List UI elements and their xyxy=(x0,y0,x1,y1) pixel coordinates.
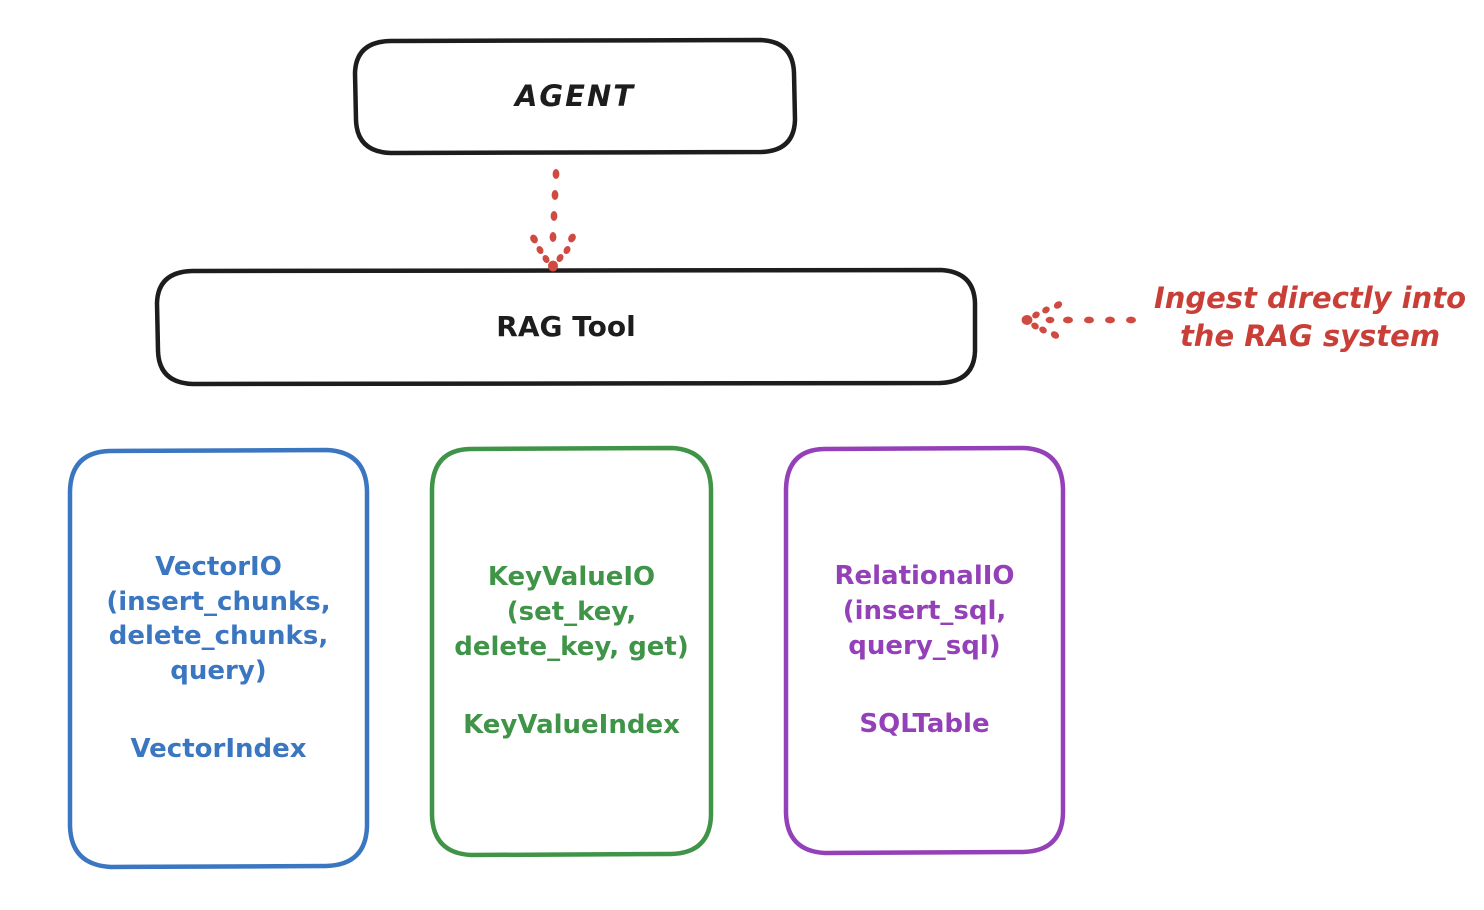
ingest-annotation-text: Ingest directly into the RAG system xyxy=(1153,281,1467,353)
agent-label: AGENT xyxy=(514,78,636,113)
ingest-annotation-connector xyxy=(1021,301,1136,339)
relational-io-box-outline xyxy=(783,445,1066,856)
vector-io-api-label: VectorIO (insert_chunks, delete_chunks, … xyxy=(106,552,331,686)
vector-io-node[interactable]: VectorIO (insert_chunks, delete_chunks, … xyxy=(70,450,367,867)
sql-table-label: SQLTable xyxy=(859,709,990,740)
rag-tool-label: RAG Tool xyxy=(496,310,636,344)
rag-tool-box-outline xyxy=(154,267,978,387)
key-value-io-api-label: KeyValueIO (set_key, delete_key, get) xyxy=(454,562,689,662)
vector-index-label: VectorIndex xyxy=(130,734,307,765)
rag-tool-node[interactable]: RAG Tool xyxy=(157,270,975,384)
agent-to-rag-tool-connector xyxy=(530,169,576,272)
agent-node[interactable]: AGENT xyxy=(355,40,795,153)
key-value-io-node[interactable]: KeyValueIO (set_key, delete_key, get) Ke… xyxy=(432,448,711,855)
relational-io-api-label: RelationalIO (insert_sql, query_sql) xyxy=(834,561,1015,661)
relational-io-node[interactable]: RelationalIO (insert_sql, query_sql) SQL… xyxy=(786,448,1063,853)
key-value-io-box-outline xyxy=(429,445,714,858)
agent-box-outline xyxy=(352,37,798,156)
key-value-index-label: KeyValueIndex xyxy=(463,710,680,741)
vector-io-box-outline xyxy=(67,447,370,870)
